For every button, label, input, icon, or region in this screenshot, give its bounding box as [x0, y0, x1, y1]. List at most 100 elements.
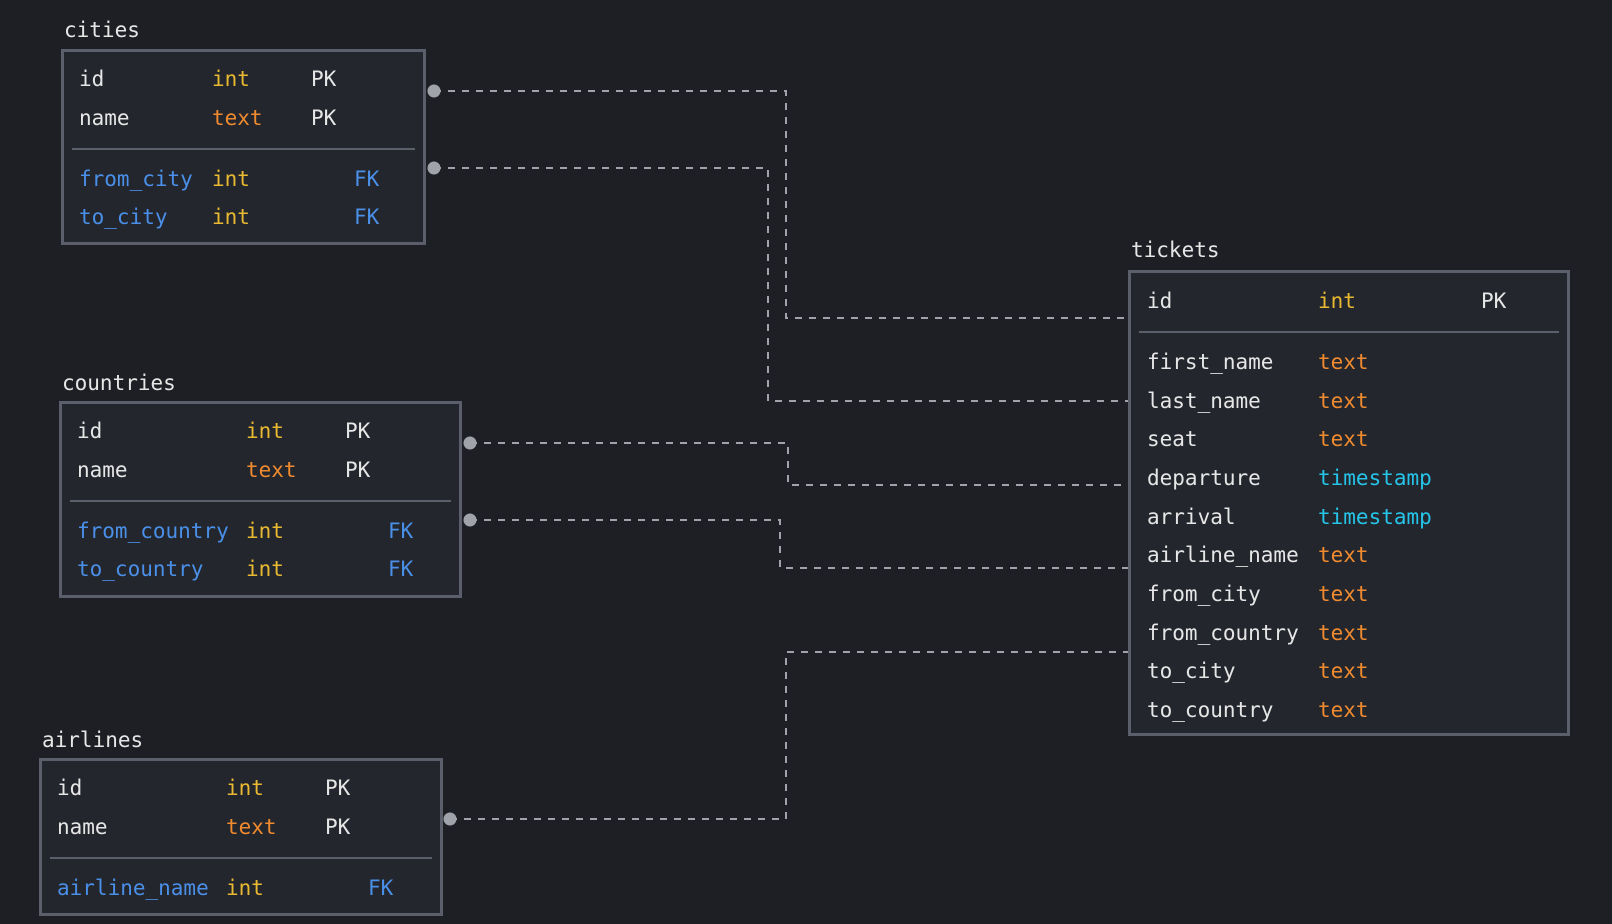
field-type: timestamp — [1318, 505, 1432, 529]
field-key: FK — [354, 167, 380, 191]
field-name: seat — [1147, 427, 1198, 451]
connector-dot — [427, 161, 441, 175]
field-row: id int PK — [42, 773, 440, 803]
field-name: departure — [1147, 466, 1261, 490]
field-row: arrival timestamp — [1131, 502, 1567, 532]
field-name: from_country — [77, 519, 229, 543]
field-row: to_country text — [1131, 695, 1567, 725]
field-name: id — [79, 67, 105, 91]
link-countries-from_country-to-tickets — [470, 442, 1133, 486]
field-type: int — [212, 205, 250, 229]
field-name: last_name — [1147, 389, 1261, 413]
field-type: text — [1318, 659, 1369, 683]
field-row: id int PK — [1131, 286, 1567, 316]
field-name: id — [77, 419, 103, 443]
connector-dot — [463, 513, 477, 527]
field-key: PK — [311, 67, 337, 91]
field-key: PK — [345, 458, 371, 482]
field-type: text — [1318, 350, 1369, 374]
field-row: name text PK — [64, 103, 423, 133]
field-row: seat text — [1131, 424, 1567, 454]
field-row: name text PK — [62, 455, 459, 485]
field-name: from_country — [1147, 621, 1299, 645]
field-key: PK — [311, 106, 337, 130]
field-type: text — [1318, 543, 1369, 567]
field-row: name text PK — [42, 812, 440, 842]
field-row: id int PK — [62, 416, 459, 446]
field-name: airline_name — [57, 876, 209, 900]
field-name: from_city — [1147, 582, 1261, 606]
field-row: from_city text — [1131, 579, 1567, 609]
field-type: timestamp — [1318, 466, 1432, 490]
field-type: text — [1318, 621, 1369, 645]
entity-countries[interactable]: id int PK name text PK from_country int … — [59, 401, 462, 598]
field-row: to_city text — [1131, 656, 1567, 686]
field-row: to_country int FK — [62, 554, 459, 584]
field-name: first_name — [1147, 350, 1274, 374]
divider — [72, 148, 415, 150]
field-key: FK — [388, 519, 414, 543]
field-key: FK — [368, 876, 394, 900]
field-row: first_name text — [1131, 347, 1567, 377]
field-type: text — [1318, 582, 1369, 606]
field-type: int — [212, 167, 250, 191]
entity-airlines[interactable]: id int PK name text PK airline_name int … — [39, 758, 443, 916]
field-key: PK — [325, 815, 351, 839]
field-row: from_country text — [1131, 618, 1567, 648]
field-name: to_city — [79, 205, 168, 229]
field-key: PK — [1481, 289, 1507, 313]
field-name: to_country — [77, 557, 204, 581]
field-type: text — [1318, 389, 1369, 413]
entity-title-airlines: airlines — [42, 728, 144, 752]
entity-cities[interactable]: id int PK name text PK from_city int FK … — [61, 49, 426, 245]
field-name: name — [77, 458, 128, 482]
field-type: int — [1318, 289, 1356, 313]
connector-dot — [463, 436, 477, 450]
entity-title-countries: countries — [62, 371, 176, 395]
field-name: name — [79, 106, 130, 130]
field-type: text — [1318, 427, 1369, 451]
field-name: from_city — [79, 167, 193, 191]
field-row: from_city int FK — [64, 164, 423, 194]
field-type: int — [246, 557, 284, 581]
link-cities-from_city-to-tickets — [434, 90, 1133, 319]
field-type: int — [246, 519, 284, 543]
field-key: FK — [354, 205, 380, 229]
field-row: departure timestamp — [1131, 463, 1567, 493]
field-row: airline_name text — [1131, 540, 1567, 570]
field-name: id — [1147, 289, 1173, 313]
entity-tickets[interactable]: id int PK first_name text last_name text… — [1128, 270, 1570, 736]
field-name: to_city — [1147, 659, 1236, 683]
field-type: int — [212, 67, 250, 91]
field-type: int — [226, 876, 264, 900]
link-countries-to_country-to-tickets — [470, 519, 1133, 569]
divider — [1139, 331, 1559, 333]
divider — [70, 500, 451, 502]
field-name: name — [57, 815, 108, 839]
field-type: text — [226, 815, 277, 839]
field-row: from_country int FK — [62, 516, 459, 546]
field-type: int — [226, 776, 264, 800]
field-type: int — [246, 419, 284, 443]
field-row: airline_name int FK — [42, 873, 440, 903]
field-type: text — [246, 458, 297, 482]
field-name: to_country — [1147, 698, 1274, 722]
field-name: id — [57, 776, 83, 800]
field-type: text — [212, 106, 263, 130]
connector-dot — [443, 812, 457, 826]
field-name: arrival — [1147, 505, 1236, 529]
field-type: text — [1318, 698, 1369, 722]
entity-title-tickets: tickets — [1131, 238, 1220, 262]
field-name: airline_name — [1147, 543, 1299, 567]
field-row: last_name text — [1131, 386, 1567, 416]
field-row: id int PK — [64, 64, 423, 94]
field-key: PK — [325, 776, 351, 800]
connector-dot — [427, 84, 441, 98]
field-key: FK — [388, 557, 414, 581]
entity-title-cities: cities — [64, 18, 140, 42]
field-row: to_city int FK — [64, 202, 423, 232]
divider — [50, 857, 432, 859]
link-cities-to_city-to-tickets — [434, 167, 1133, 402]
field-key: PK — [345, 419, 371, 443]
